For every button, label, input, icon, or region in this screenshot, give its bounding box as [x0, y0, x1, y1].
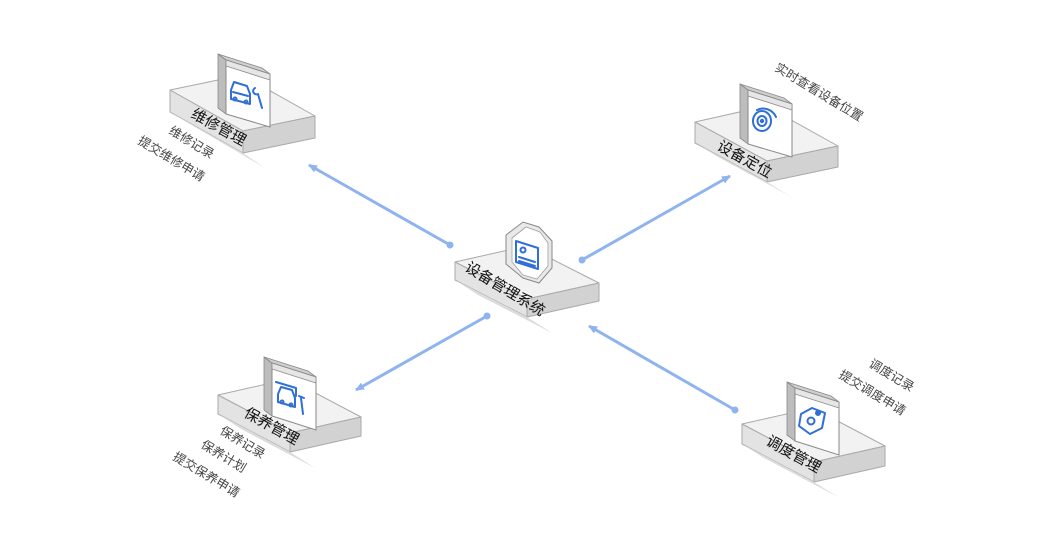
app-window: [217, 53, 271, 128]
connector-center-to-maintenance: [355, 312, 491, 392]
shield-badge: [505, 221, 553, 284]
id-card-shield-icon: [515, 240, 539, 270]
app-window: [739, 83, 793, 158]
connector-center-to-repair: [308, 163, 454, 249]
car-repair-icon: [230, 81, 263, 109]
connector-center-to-location: [578, 174, 731, 264]
car-maintenance-icon: [275, 381, 305, 415]
module-items: 调度记录 提交调度申请: [836, 356, 917, 418]
dispatch-tag-icon: [798, 407, 826, 435]
connector-dispatch-to-center: [588, 324, 739, 414]
connectors: [308, 163, 739, 414]
center-system[interactable]: 设备管理系统: [454, 221, 600, 333]
location-target-icon: [752, 107, 777, 132]
module-dispatch[interactable]: 调度管理 调度记录 提交调度申请: [741, 356, 917, 497]
module-location[interactable]: 设备定位 实时查看设备位置: [694, 60, 866, 196]
module-repair[interactable]: 维修管理 维修记录 提交维修申请: [135, 53, 316, 184]
module-maintenance[interactable]: 保养管理 保养记录 保养计划 提交保养申请: [170, 356, 362, 500]
app-window: [786, 381, 840, 456]
app-window: [263, 356, 317, 431]
